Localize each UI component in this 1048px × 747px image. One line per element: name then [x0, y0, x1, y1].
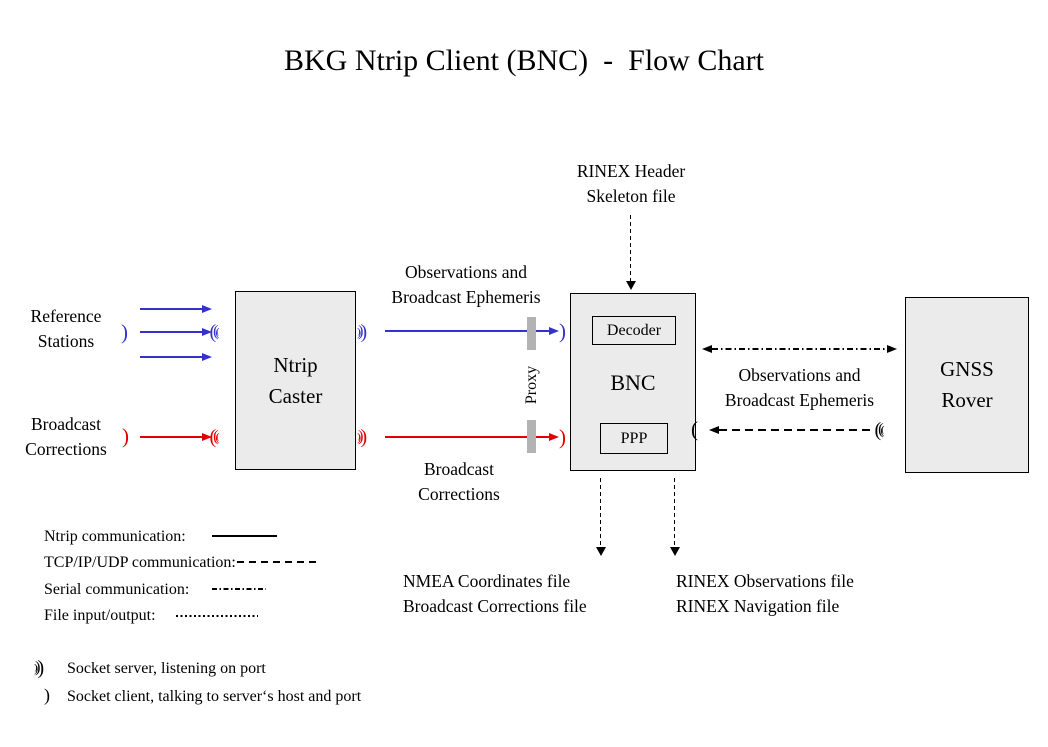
proxy-bar — [527, 420, 536, 453]
socket-client-icon: ) — [559, 425, 566, 449]
socket-server-icon: (((( — [209, 426, 220, 448]
legend-dashdot-line — [212, 588, 266, 590]
rinex-files-label: RINEX Observations file RINEX Navigation… — [676, 571, 854, 616]
broadcast-corrections-left-label: Broadcast Corrections — [25, 414, 107, 459]
tcp-arrow-rover-to-bnc — [719, 429, 872, 431]
page-title: BKG Ntrip Client (BNC) - Flow Chart — [284, 44, 764, 77]
file-output-arrow-nmea — [600, 478, 602, 554]
socket-client-legend-label: Socket client, talking to server‘s host … — [67, 688, 362, 705]
socket-client-icon: ) — [122, 424, 129, 448]
proxy-bar — [527, 317, 536, 350]
obs-ephemeris-mid-label: Observations and Broadcast Ephemeris — [391, 262, 541, 307]
node-ntrip-caster: Ntrip Caster — [235, 291, 356, 470]
ntrip-arrow — [140, 308, 203, 311]
socket-client-icon: ) — [559, 319, 566, 343]
nmea-files-label: NMEA Coordinates file Broadcast Correcti… — [403, 571, 587, 616]
legend-dotted-line — [176, 615, 258, 617]
ntrip-arrow-corrections — [385, 436, 550, 439]
legend-tcp-label: TCP/IP/UDP communication: — [44, 554, 236, 571]
proxy-label: Proxy — [523, 365, 540, 405]
legend-file-label: File input/output: — [44, 607, 156, 624]
bnc-decoder-box: Decoder — [592, 316, 676, 345]
socket-server-icon: )))) — [357, 426, 368, 448]
bnc-label: BNC — [610, 369, 656, 395]
corrections-arrow — [140, 436, 203, 439]
socket-server-legend-label: Socket server, listening on port — [67, 660, 266, 677]
file-output-arrow-rinex — [674, 478, 676, 554]
serial-arrow-bidirectional — [712, 348, 887, 350]
socket-server-icon: )))) — [34, 657, 45, 679]
ntrip-arrow — [140, 356, 203, 359]
rinex-header-skeleton-label: RINEX Header Skeleton file — [576, 161, 686, 206]
socket-server-icon: )))) — [357, 321, 368, 343]
socket-client-icon: ( — [691, 417, 698, 441]
node-bnc: Decoder BNC PPP — [570, 293, 696, 471]
obs-ephemeris-right-label: Observations and Broadcast Ephemeris — [724, 365, 875, 410]
socket-server-icon: (((( — [874, 419, 885, 441]
legend-solid-line — [212, 535, 277, 537]
ntrip-arrow-obs — [385, 330, 550, 333]
socket-server-icon: (((( — [209, 321, 220, 343]
legend-ntrip-label: Ntrip communication: — [44, 528, 186, 545]
broadcast-corrections-mid-label: Broadcast Corrections — [418, 459, 500, 504]
socket-client-icon: ) — [44, 685, 50, 705]
file-input-arrow-rinex-skeleton — [630, 215, 632, 288]
legend-dashed-line — [237, 561, 321, 563]
socket-client-icon: ) — [121, 320, 128, 344]
reference-stations-label: Reference Stations — [30, 306, 102, 351]
bnc-ppp-box: PPP — [600, 423, 668, 454]
legend-serial-label: Serial communication: — [44, 581, 190, 598]
ntrip-arrow — [140, 331, 203, 334]
node-gnss-rover: GNSS Rover — [905, 297, 1029, 473]
